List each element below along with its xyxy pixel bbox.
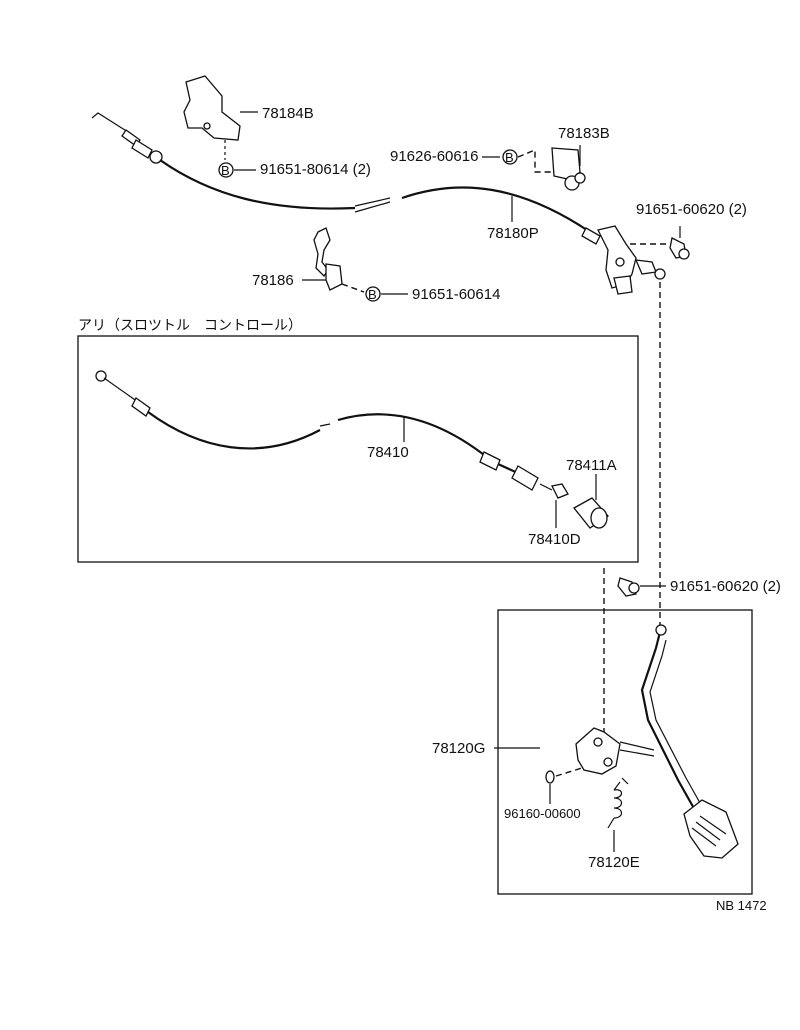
bolt-icon bbox=[669, 237, 690, 260]
knob-78411A bbox=[573, 497, 609, 529]
label-78180P: 78180P bbox=[487, 225, 539, 242]
label-96160-00600: 96160-00600 bbox=[504, 806, 581, 821]
label-78184B: 78184B bbox=[262, 105, 314, 122]
throttle-cable-78410 bbox=[95, 370, 539, 491]
diagram-code: NB 1472 bbox=[716, 898, 767, 913]
bracket-78184B bbox=[183, 75, 258, 160]
accelerator-cable-78180P bbox=[91, 112, 601, 245]
label-91651-60614: 91651-60614 bbox=[412, 286, 500, 303]
spring-78120E bbox=[607, 777, 629, 829]
throttle-control-box bbox=[77, 335, 639, 563]
label-78120E: 78120E bbox=[588, 854, 640, 871]
svg-text:B: B bbox=[221, 163, 230, 178]
svg-text:B: B bbox=[505, 150, 514, 165]
bolt-b-icon: B bbox=[502, 149, 518, 165]
label-78120G: 78120G bbox=[432, 740, 485, 757]
label-91626-60616: 91626-60616 bbox=[390, 148, 478, 165]
clip-78186 bbox=[313, 227, 343, 291]
nut-78410D bbox=[539, 483, 569, 499]
washer-96160-00600 bbox=[545, 770, 555, 784]
label-91651-60620-top: 91651-60620 (2) bbox=[636, 201, 747, 218]
accelerator-pedal bbox=[619, 624, 739, 859]
label-78186: 78186 bbox=[252, 272, 294, 289]
throttle-linkage-bracket bbox=[597, 225, 666, 295]
label-78410D: 78410D bbox=[528, 531, 581, 548]
label-78411A: 78411A bbox=[566, 457, 617, 474]
clip-78183B bbox=[551, 145, 586, 191]
bolt-b-icon: B bbox=[365, 286, 381, 302]
label-78183B: 78183B bbox=[558, 125, 610, 142]
pedal-box bbox=[497, 609, 753, 895]
label-91651-60620-mid: 91651-60620 (2) bbox=[670, 578, 781, 595]
svg-text:B: B bbox=[368, 287, 377, 302]
bolt-icon bbox=[617, 577, 640, 597]
label-78410: 78410 bbox=[367, 444, 409, 461]
bolt-b-icon: B bbox=[218, 162, 234, 178]
label-91651-80614: 91651-80614 (2) bbox=[260, 161, 371, 178]
section-title: アリ（スロツトル コントロール） bbox=[78, 318, 302, 334]
pedal-bracket-78120G bbox=[575, 727, 621, 775]
